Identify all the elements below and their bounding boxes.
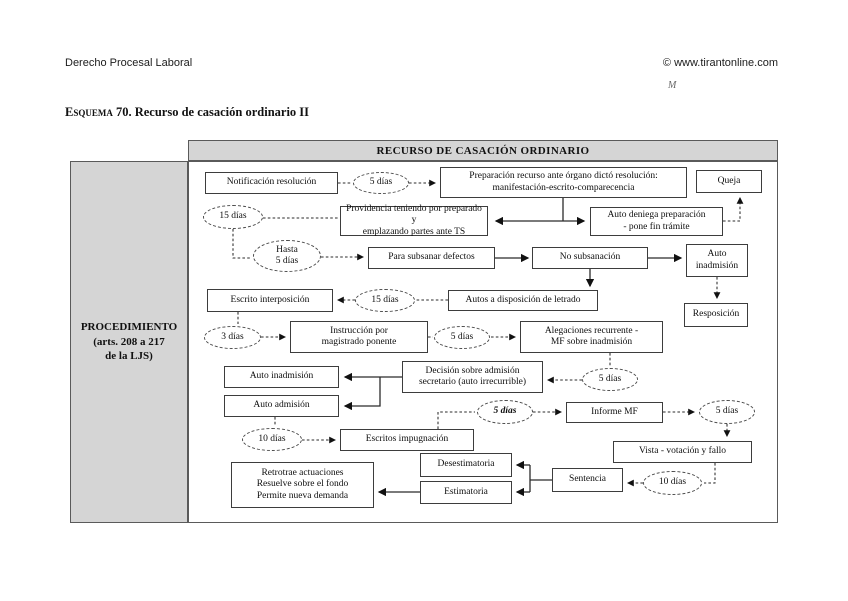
copyright-text: © www.tirantonline.com [662,57,778,69]
node-no-subsanacion: No subsanación [532,247,648,269]
ellipse-5-dias-vista: 5 días [699,400,755,424]
ellipse-10-dias-impugnacion: 10 días [242,428,302,451]
schema-title: Esquema 70. Recurso de casación ordinari… [65,105,309,120]
ellipse-5-dias-alegaciones: 5 días [434,326,490,349]
ellipse-5-dias-preparacion: 5 días [353,172,409,194]
node-retrotrae-actuaciones: Retrotrae actuaciones Resuelve sobre el … [231,462,374,508]
watermark-m: M [668,80,677,91]
node-providencia: Providencia teniendo por preparado y emp… [340,204,488,237]
ellipse-15-dias-interposicion: 15 días [355,289,415,312]
node-auto-deniega: Auto deniega preparación - pone fin trám… [590,207,723,236]
ellipse-5-dias-decision: 5 días [582,368,638,391]
node-escrito-interposicion: Escrito interposición [207,289,333,312]
node-queja: Queja [696,170,762,193]
node-escritos-impugnacion: Escritos impugnación [340,429,474,451]
page-header-left: Derecho Procesal Laboral [65,57,193,69]
ellipse-hasta-5-dias: Hasta 5 días [253,240,321,272]
node-estimatoria: Estimatoria [420,481,512,504]
node-para-subsanar: Para subsanar defectos [368,247,495,269]
node-autos-disposicion: Autos a disposición de letrado [448,290,598,311]
node-notificacion-resolucion: Notificación resolución [205,172,338,194]
schema-title-number: Esquema 70. [65,105,132,119]
schema-title-text: Recurso de casación ordinario II [131,105,310,119]
ellipse-5-dias-informe: 5 días [477,400,533,424]
node-auto-admision: Auto admisión [224,395,339,417]
ellipse-15-dias-providencia: 15 días [203,205,263,229]
node-sentencia: Sentencia [552,468,623,492]
node-informe-mf: Informe MF [566,402,663,423]
node-auto-inadmision-top: Auto inadmisión [686,244,748,277]
chart-banner: RECURSO DE CASACIÓN ORDINARIO [188,140,778,161]
node-decision-admision: Decisión sobre admisión secretario (auto… [402,361,543,393]
procedure-sidebar: PROCEDIMIENTO (arts. 208 a 217 de la LJS… [70,161,188,523]
node-alegaciones: Alegaciones recurrente - MF sobre inadmi… [520,321,663,353]
node-desestimatoria: Desestimatoria [420,453,512,477]
node-instruccion-ponente: Instrucción por magistrado ponente [290,321,428,353]
ellipse-3-dias: 3 días [204,326,261,349]
ellipse-10-dias-sentencia: 10 días [643,471,702,495]
node-auto-inadmision: Auto inadmisión [224,366,339,388]
node-vista-votacion-fallo: Vista - votación y fallo [613,441,752,463]
node-resposicion: Resposición [684,303,748,327]
node-preparacion-recurso: Preparación recurso ante órgano dictó re… [440,167,687,198]
